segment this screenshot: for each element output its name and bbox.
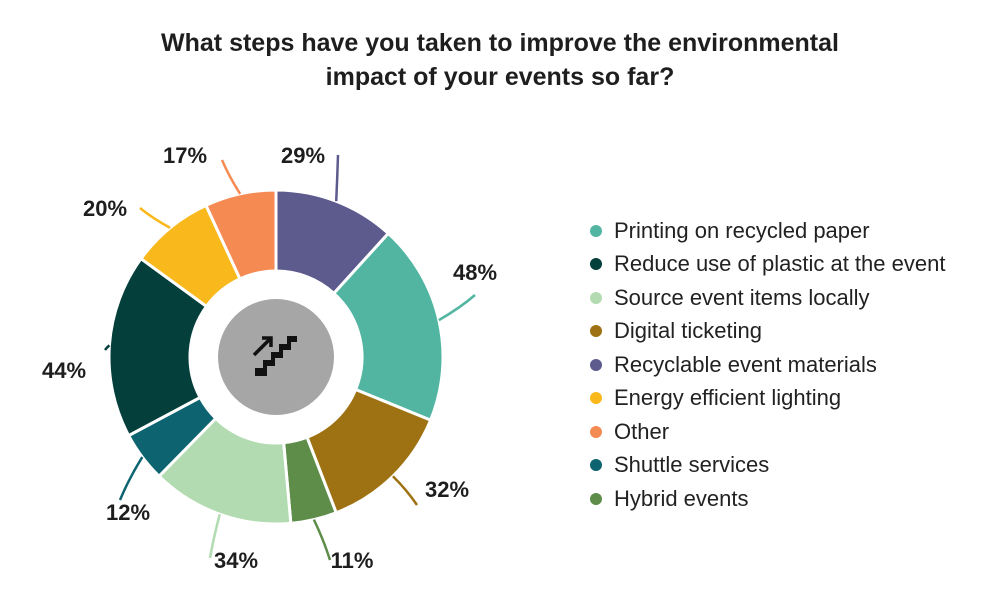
legend-item: Energy efficient lighting	[590, 382, 945, 416]
slice-printing-on-recycled-paper	[331, 231, 445, 423]
leader-line	[438, 294, 476, 322]
slice-reduce-use-of-plastic-at-the-event	[107, 256, 209, 438]
leader-line	[139, 207, 171, 229]
leader-line	[104, 344, 111, 351]
legend-item: Other	[590, 415, 945, 449]
data-label: 12%	[106, 500, 150, 525]
chart-title-line-1: What steps have you taken to improve the…	[161, 29, 839, 57]
data-label: 17%	[163, 143, 207, 168]
legend-label: Source event items locally	[614, 284, 870, 310]
data-label: 34%	[214, 548, 258, 573]
legend-swatch	[590, 325, 602, 338]
leader-line	[392, 475, 419, 506]
data-label: 29%	[281, 143, 325, 168]
legend-label: Recyclable event materials	[614, 351, 877, 377]
donut-chart: 29% 48% 32% 11% 34% 12% 44% 20% 17%	[42, 143, 497, 573]
legend-item: Digital ticketing	[590, 315, 945, 349]
data-label: 11%	[331, 548, 374, 573]
stairs-up-icon	[252, 336, 297, 376]
legend-label: Shuttle services	[614, 452, 770, 478]
legend-label: Reduce use of plastic at the event	[614, 251, 946, 277]
legend-swatch	[590, 492, 602, 505]
legend-label: Energy efficient lighting	[614, 385, 842, 411]
legend-item: Printing on recycled paper	[590, 214, 945, 248]
legend-swatch	[590, 459, 602, 472]
data-label: 32%	[425, 477, 469, 502]
legend-swatch	[590, 258, 602, 271]
data-label: 20%	[83, 196, 127, 221]
legend-label: Printing on recycled paper	[614, 217, 870, 243]
legend-swatch	[590, 358, 602, 371]
leader-line	[312, 519, 332, 561]
leader-line	[334, 154, 340, 202]
chart-title: What steps have you taken to improve the…	[0, 26, 1000, 94]
legend-swatch	[590, 392, 602, 405]
leader-line	[220, 159, 242, 195]
legend-item: Hybrid events	[590, 482, 945, 516]
data-label: 44%	[42, 358, 86, 383]
chart-center	[218, 299, 334, 415]
slice-other	[204, 188, 278, 281]
legend-item: Recyclable event materials	[590, 348, 945, 382]
legend-label: Other	[614, 418, 670, 444]
legend-swatch	[590, 291, 602, 304]
legend-label: Digital ticketing	[614, 318, 762, 344]
legend-item: Reduce use of plastic at the event	[590, 248, 945, 282]
legend-label: Hybrid events	[614, 485, 749, 511]
legend-item: Shuttle services	[590, 449, 945, 483]
chart-title-line-2: impact of your events so far?	[325, 63, 675, 91]
legend-swatch	[590, 425, 602, 438]
leader-line	[208, 513, 221, 559]
legend-swatch	[590, 224, 602, 237]
legend-item: Source event items locally	[590, 281, 945, 315]
data-label: 48%	[453, 260, 497, 285]
leader-line	[118, 456, 144, 501]
